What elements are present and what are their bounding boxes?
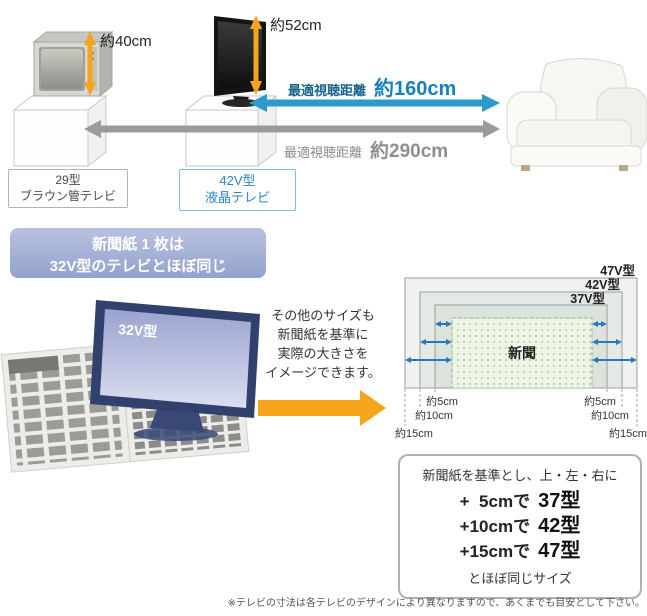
- size-label-37v: 37V型: [570, 291, 605, 306]
- big-right-arrow-bar: [258, 400, 360, 416]
- measure-right-15cm: 約15cm: [609, 426, 647, 440]
- newspaper-label: 新聞: [508, 345, 536, 361]
- armchair-illustration: [506, 57, 647, 171]
- description-line4: イメージできます。: [265, 365, 381, 380]
- footnote-text: ※テレビの寸法は各テレビのデザインにより異なりますので、あくまでも目安として下さ…: [227, 598, 645, 609]
- top-illustration: [12, 15, 647, 171]
- gap-arrows-left: [405, 321, 452, 363]
- banner-line2: 32V型のテレビとほぼ同じ: [49, 257, 227, 275]
- crt-tv-stand: [12, 94, 108, 168]
- viewing-distance-arrow-lcd: [249, 94, 500, 112]
- viewing-distance-crt: 最適視聴距離 約290cm: [284, 136, 448, 163]
- summary-row-47-plus: +15cmで: [459, 542, 531, 561]
- newspaper-rect: [451, 317, 593, 389]
- tv-32v-label: 32V型: [118, 321, 158, 340]
- measure-left-5cm: 約5cm: [426, 394, 458, 408]
- size-comparison-diagram: 47V型 42V型 37V型 新聞: [395, 263, 647, 440]
- summary-row-47-size: 47型: [538, 540, 581, 562]
- summary-row-42: +10cmで 42型: [404, 514, 636, 539]
- summary-box: 新聞紙を基準とし、上・左・右に + 5cmで 37型 +10cmで 42型 +1…: [398, 454, 642, 599]
- description-line1: その他のサイズも: [271, 308, 375, 323]
- lcd-tv-illustration: [214, 16, 266, 107]
- measure-right-10cm: 約10cm: [591, 408, 629, 422]
- size-label-42v: 42V型: [585, 277, 620, 292]
- description-text: その他のサイズも 新聞紙を基準に 実際の大きさを イメージできます。: [256, 306, 390, 382]
- lcd-caption-box: 42V型 液晶テレビ: [179, 169, 296, 211]
- summary-row-47: +15cmで 47型: [404, 539, 636, 564]
- measure-right-5cm: 約5cm: [584, 394, 616, 408]
- summary-row-37-plus: + 5cmで: [459, 492, 531, 511]
- summary-row-42-size: 42型: [538, 515, 581, 537]
- description-line3: 実際の大きさを: [277, 346, 369, 361]
- lcd-height-label: 約52cm: [270, 17, 322, 34]
- summary-footer: とほぼ同じサイズ: [468, 571, 572, 586]
- crt-caption-line1: 29型: [55, 173, 81, 187]
- size-label-47v: 47V型: [600, 263, 635, 278]
- summary-row-37: + 5cmで 37型: [404, 489, 636, 514]
- summary-row-37-size: 37型: [538, 490, 581, 512]
- viewing-distance-crt-value: 約290cm: [370, 141, 449, 162]
- viewing-distance-lcd-value: 約160cm: [374, 78, 457, 100]
- banner-line1: 新聞紙 1 枚は: [92, 236, 184, 253]
- summary-heading: 新聞紙を基準とし、上・左・右に: [422, 468, 618, 483]
- big-right-arrow-icon: [256, 390, 388, 426]
- summary-row-42-plus: +10cmで: [459, 517, 531, 536]
- big-right-arrow-head: [360, 390, 386, 426]
- height-arrow-lcd: [250, 15, 262, 95]
- lcd-caption-line2: 液晶テレビ: [204, 189, 270, 205]
- crt-caption-box: 29型 ブラウン管テレビ: [8, 169, 128, 209]
- viewing-distance-crt-label: 最適視聴距離: [284, 145, 363, 160]
- crt-caption-line2: ブラウン管テレビ: [19, 188, 116, 203]
- height-arrow-crt: [84, 31, 96, 96]
- measure-left-15cm: 約15cm: [395, 426, 433, 440]
- viewing-distance-lcd-label: 最適視聴距離: [288, 83, 367, 98]
- viewing-distance-lcd: 最適視聴距離 約160cm: [288, 72, 456, 101]
- tv-32v-illustration: 32V型: [90, 300, 260, 441]
- newspaper-tv-illustration: 32V型: [0, 300, 260, 473]
- measure-left-10cm: 約10cm: [415, 408, 453, 422]
- newspaper-banner: 新聞紙 1 枚は 32V型のテレビとほぼ同じ: [10, 228, 266, 278]
- lcd-caption-line1: 42V型: [219, 173, 256, 188]
- crt-height-label: 約40cm: [100, 33, 152, 50]
- measure-leaders: [404, 389, 638, 426]
- description-line2: 新聞紙を基準に: [277, 327, 369, 342]
- viewing-distance-arrow-crt: [84, 120, 500, 138]
- gap-arrows-right: [592, 321, 637, 363]
